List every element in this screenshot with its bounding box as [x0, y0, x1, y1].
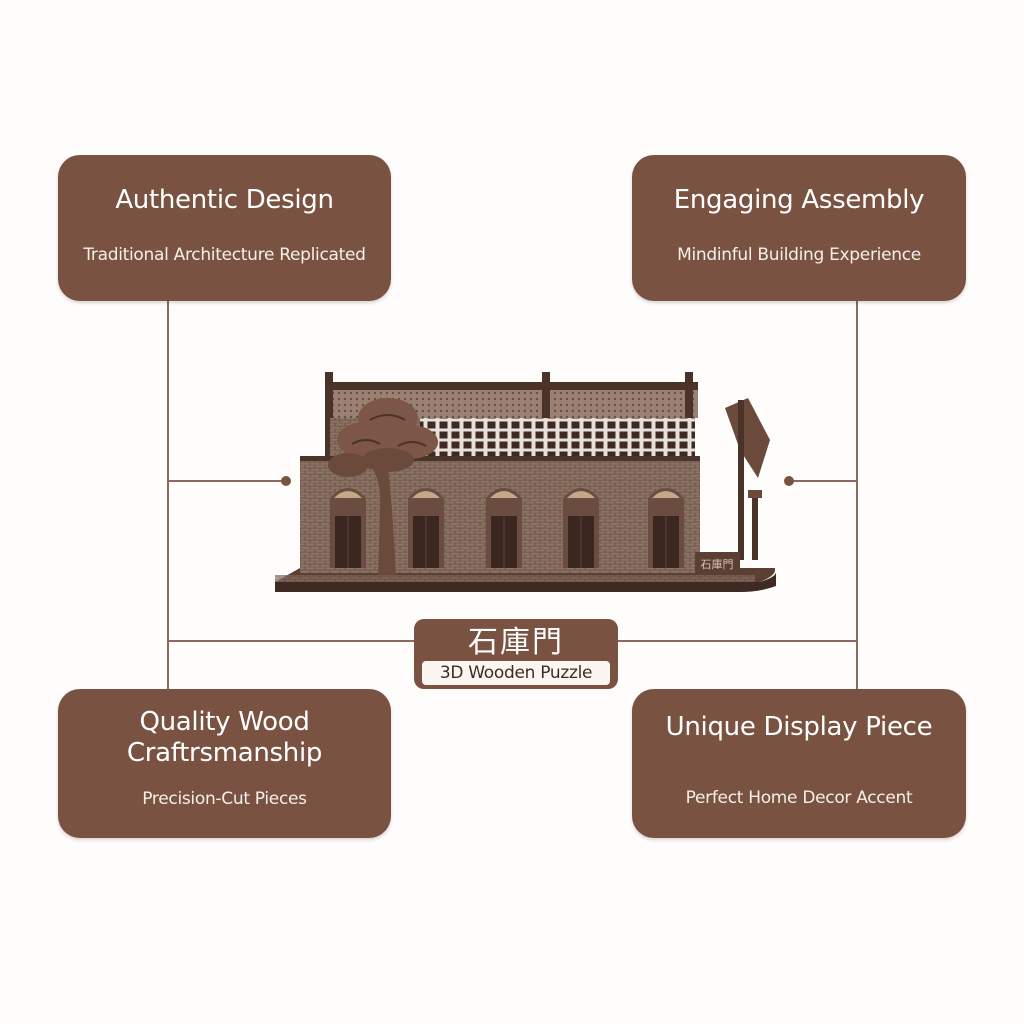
feature-title-line2: Craftrsmanship [126, 738, 323, 768]
product-name-chinese: 石庫門 [468, 625, 564, 660]
feature-card-unique-display: Unique Display Piece Perfect Home Decor … [632, 689, 966, 838]
connector-left-horizontal [167, 480, 285, 482]
feature-subtitle: Traditional Architecture Replicated [83, 245, 366, 265]
product-type: 3D Wooden Puzzle [439, 663, 593, 683]
connector-dot-left [281, 476, 291, 486]
feature-subtitle: Precision-Cut Pieces [142, 789, 307, 809]
tree-shape [328, 398, 438, 575]
product-type-background [422, 661, 610, 685]
feature-title-line1: Quality Wood [139, 707, 310, 737]
door-row [330, 488, 684, 568]
feature-card-engaging-assembly: Engaging Assembly Mindinful Building Exp… [632, 155, 966, 301]
feature-title: Authentic Design [115, 185, 334, 215]
product-label: 石庫門 3D Wooden Puzzle [414, 619, 618, 689]
feature-title: Engaging Assembly [673, 185, 925, 215]
feature-card-authentic-design: Authentic Design Traditional Architectur… [58, 155, 391, 301]
feature-card-quality-wood: Quality Wood Craftrsmanship Precision-Cu… [58, 689, 391, 838]
connector-right-vertical [856, 300, 858, 690]
connector-dot-right [784, 476, 794, 486]
sign-text: 石庫門 [701, 557, 734, 571]
connector-left-vertical [167, 300, 169, 690]
sign-tree-shape [725, 398, 770, 560]
feature-subtitle: Perfect Home Decor Accent [685, 788, 913, 808]
feature-subtitle: Mindinful Building Experience [677, 245, 921, 265]
connector-right-horizontal [790, 480, 857, 482]
wooden-building-model-image: 石庫門 [275, 372, 776, 592]
feature-title: Unique Display Piece [665, 712, 933, 742]
